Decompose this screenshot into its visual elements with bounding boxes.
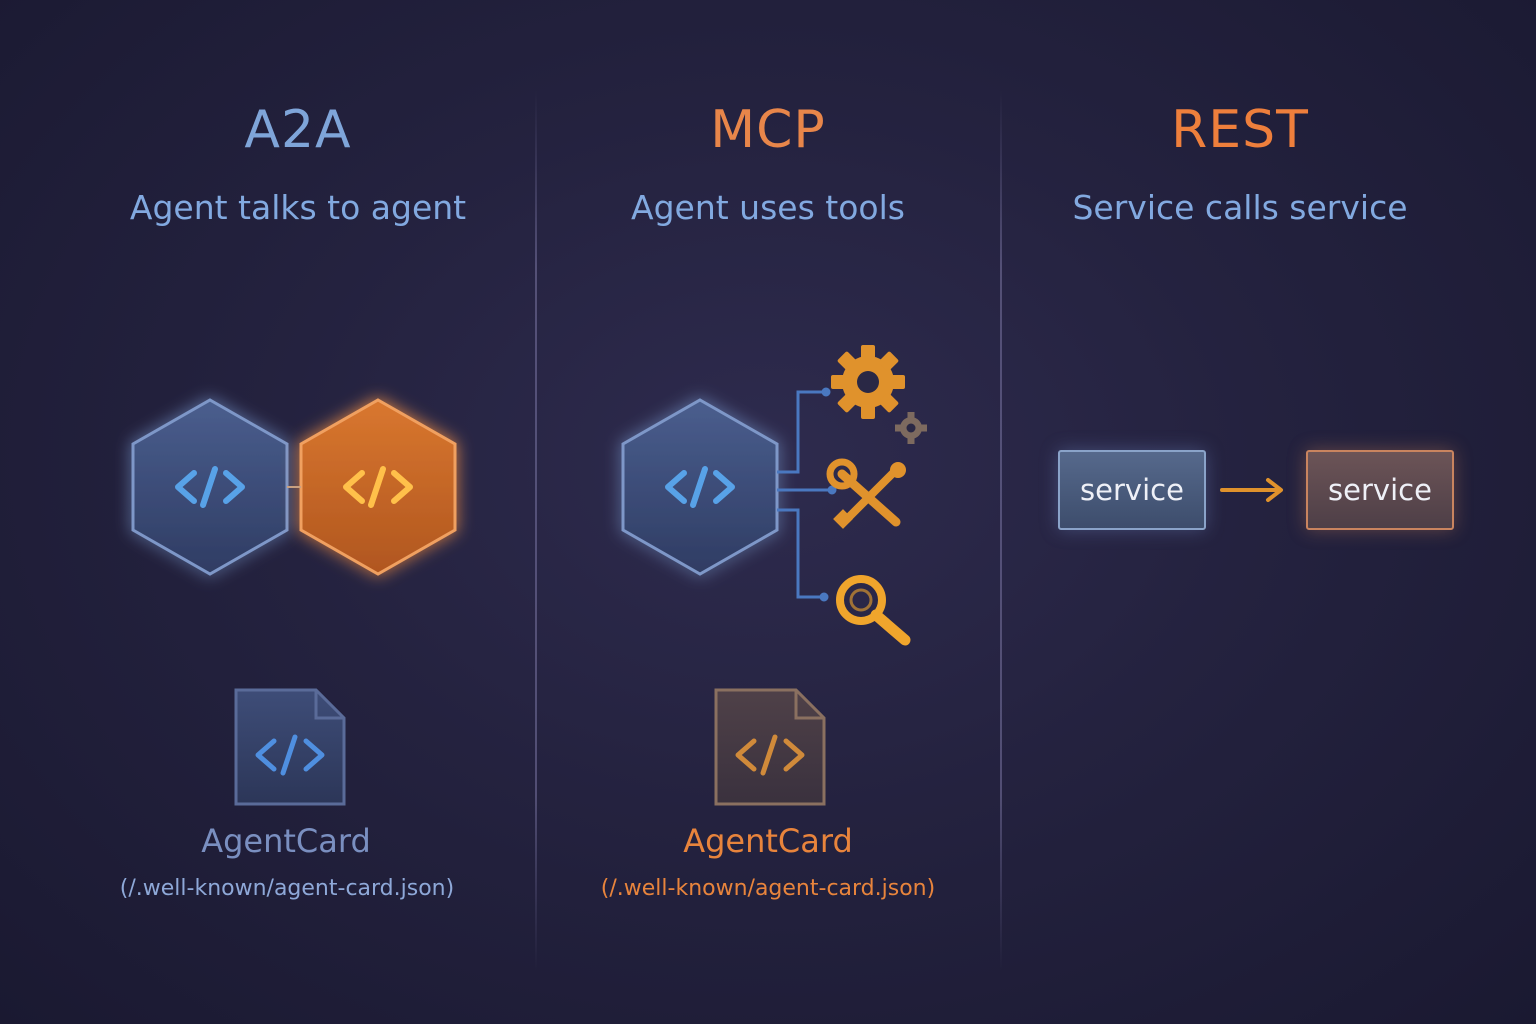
rest-service-box-caller: service — [1058, 450, 1206, 530]
mcp-agent-card-path: (/.well-known/agent-card.json) — [600, 876, 936, 901]
gear-icon — [831, 345, 927, 444]
a2a-title: A2A — [244, 100, 352, 160]
a2a-agent-card-label: AgentCard — [201, 822, 371, 860]
a2a-agent-hexagon-orange-icon — [299, 398, 457, 576]
rest-service-box-callee: service — [1306, 450, 1454, 530]
mcp-title: MCP — [710, 100, 826, 160]
arrow-right-icon — [1220, 478, 1283, 502]
column-divider-left — [535, 90, 537, 970]
a2a-agent-card-file-icon — [234, 688, 346, 806]
mcp-agent-hexagon-icon — [621, 398, 779, 576]
tools-icon — [826, 458, 906, 529]
rest-subtitle: Service calls service — [1072, 188, 1408, 227]
a2a-agent-card-path: (/.well-known/agent-card.json) — [119, 876, 455, 901]
a2a-agent-hexagon-blue-icon — [131, 398, 289, 576]
magnifier-icon — [836, 575, 911, 646]
mcp-agent-card-file-icon — [714, 688, 826, 806]
mcp-agent-card-label: AgentCard — [683, 822, 853, 860]
rest-title: REST — [1171, 100, 1309, 160]
mcp-tool-connectors — [777, 387, 837, 602]
column-divider-right — [1000, 90, 1002, 970]
mcp-subtitle: Agent uses tools — [631, 188, 905, 227]
a2a-subtitle: Agent talks to agent — [129, 188, 467, 227]
